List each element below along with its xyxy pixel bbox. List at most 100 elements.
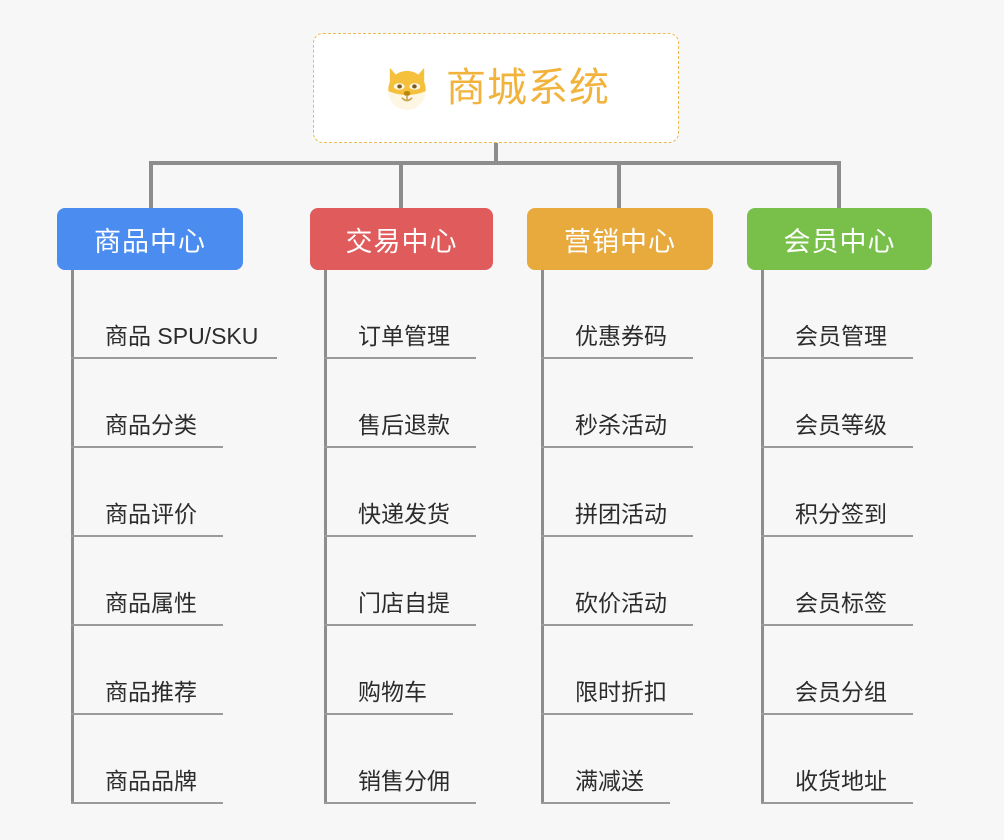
leaf-rule xyxy=(761,802,913,804)
list-item[interactable]: 优惠券码 xyxy=(527,270,717,359)
leaf-rule xyxy=(71,713,223,715)
list-item[interactable]: 商品 SPU/SKU xyxy=(57,270,277,359)
leaf-spine-1 xyxy=(71,270,74,804)
leaf-label: 快递发货 xyxy=(358,500,450,527)
leaf-rule xyxy=(541,357,693,359)
connector-drop-4 xyxy=(837,161,841,208)
leaf-label: 优惠券码 xyxy=(575,322,667,349)
list-item[interactable]: 会员分组 xyxy=(747,626,937,715)
leaf-label: 会员标签 xyxy=(795,589,887,616)
leaf-rule xyxy=(541,446,693,448)
list-item[interactable]: 收货地址 xyxy=(747,715,937,804)
leaf-label: 满减送 xyxy=(575,767,644,794)
leaf-label: 秒杀活动 xyxy=(575,411,667,438)
leaf-label: 商品分类 xyxy=(105,411,197,438)
leaf-list-1: 商品 SPU/SKU 商品分类 商品评价 商品属性 商品推荐 商品品牌 xyxy=(57,270,277,804)
list-item[interactable]: 秒杀活动 xyxy=(527,359,717,448)
leaf-spine-2 xyxy=(324,270,327,804)
leaf-label: 限时折扣 xyxy=(575,678,667,705)
category-column-2: 交易中心 订单管理 售后退款 快递发货 门店自提 购物车 xyxy=(310,208,500,804)
leaf-rule xyxy=(761,624,913,626)
leaf-label: 积分签到 xyxy=(795,500,887,527)
leaf-rule xyxy=(541,535,693,537)
list-item[interactable]: 商品分类 xyxy=(57,359,257,448)
category-column-4: 会员中心 会员管理 会员等级 积分签到 会员标签 会员分组 xyxy=(747,208,937,804)
leaf-list-3: 优惠券码 秒杀活动 拼团活动 砍价活动 限时折扣 满减送 xyxy=(527,270,717,804)
list-item[interactable]: 商品评价 xyxy=(57,448,257,537)
category-column-1: 商品中心 商品 SPU/SKU 商品分类 商品评价 商品属性 商品推荐 xyxy=(57,208,277,804)
leaf-label: 拼团活动 xyxy=(575,500,667,527)
list-item[interactable]: 会员等级 xyxy=(747,359,937,448)
category-column-3: 营销中心 优惠券码 秒杀活动 拼团活动 砍价活动 限时折扣 xyxy=(527,208,717,804)
list-item[interactable]: 订单管理 xyxy=(310,270,500,359)
leaf-label: 砍价活动 xyxy=(575,589,667,616)
leaf-rule xyxy=(71,357,277,359)
list-item[interactable]: 售后退款 xyxy=(310,359,500,448)
list-item[interactable]: 商品品牌 xyxy=(57,715,257,804)
leaf-label: 售后退款 xyxy=(358,411,450,438)
list-item[interactable]: 限时折扣 xyxy=(527,626,717,715)
list-item[interactable]: 门店自提 xyxy=(310,537,500,626)
leaf-rule xyxy=(324,535,476,537)
leaf-label: 销售分佣 xyxy=(358,767,450,794)
leaf-label: 会员分组 xyxy=(795,678,887,705)
list-item[interactable]: 积分签到 xyxy=(747,448,937,537)
list-item[interactable]: 拼团活动 xyxy=(527,448,717,537)
list-item[interactable]: 商品属性 xyxy=(57,537,257,626)
leaf-list-4: 会员管理 会员等级 积分签到 会员标签 会员分组 收货地址 xyxy=(747,270,937,804)
category-label-2: 交易中心 xyxy=(345,226,458,257)
leaf-rule xyxy=(761,446,913,448)
leaf-rule xyxy=(71,802,223,804)
list-item[interactable]: 会员标签 xyxy=(747,537,937,626)
leaf-rule xyxy=(71,624,223,626)
category-label-3: 营销中心 xyxy=(564,226,676,257)
leaf-label: 商品 SPU/SKU xyxy=(105,322,259,349)
leaf-label: 商品属性 xyxy=(105,589,197,616)
category-label-1: 商品中心 xyxy=(94,226,206,257)
list-item[interactable]: 快递发货 xyxy=(310,448,500,537)
list-item[interactable]: 销售分佣 xyxy=(310,715,500,804)
leaf-label: 门店自提 xyxy=(358,589,450,616)
list-item[interactable]: 砍价活动 xyxy=(527,537,717,626)
leaf-rule xyxy=(71,535,223,537)
root-title: 商城系统 xyxy=(446,66,610,110)
leaf-rule xyxy=(324,357,476,359)
leaf-label: 商品推荐 xyxy=(105,678,197,705)
leaf-rule xyxy=(761,713,913,715)
leaf-label: 订单管理 xyxy=(358,322,450,349)
connector-drop-3 xyxy=(617,161,621,208)
leaf-label: 会员等级 xyxy=(795,411,887,438)
leaf-label: 商品品牌 xyxy=(105,767,197,794)
connector-drop-2 xyxy=(399,161,403,208)
leaf-spine-4 xyxy=(761,270,764,804)
list-item[interactable]: 满减送 xyxy=(527,715,717,804)
leaf-rule xyxy=(71,446,223,448)
leaf-spine-3 xyxy=(541,270,544,804)
category-header-4[interactable]: 会员中心 xyxy=(747,208,932,270)
connector-horizontal-bus xyxy=(149,161,841,165)
leaf-list-2: 订单管理 售后退款 快递发货 门店自提 购物车 销售分佣 xyxy=(310,270,500,804)
connector-drop-1 xyxy=(149,161,153,208)
leaf-rule xyxy=(324,802,476,804)
leaf-rule xyxy=(324,446,476,448)
leaf-rule xyxy=(541,624,693,626)
leaf-rule xyxy=(541,713,693,715)
category-header-3[interactable]: 营销中心 xyxy=(527,208,713,270)
root-node-商城系统[interactable]: 商城系统 xyxy=(313,33,679,143)
list-item[interactable]: 购物车 xyxy=(310,626,500,715)
leaf-rule xyxy=(324,713,453,715)
list-item[interactable]: 商品推荐 xyxy=(57,626,257,715)
leaf-rule xyxy=(761,535,913,537)
connector-root-stem xyxy=(494,143,498,165)
leaf-label: 收货地址 xyxy=(795,767,887,794)
category-label-4: 会员中心 xyxy=(783,226,896,257)
category-header-2[interactable]: 交易中心 xyxy=(310,208,493,270)
leaf-rule xyxy=(324,624,476,626)
leaf-label: 商品评价 xyxy=(105,500,197,527)
category-header-1[interactable]: 商品中心 xyxy=(57,208,243,270)
shiba-dog-face-icon xyxy=(388,67,426,110)
leaf-rule xyxy=(541,802,670,804)
list-item[interactable]: 会员管理 xyxy=(747,270,937,359)
leaf-label: 会员管理 xyxy=(795,322,887,349)
